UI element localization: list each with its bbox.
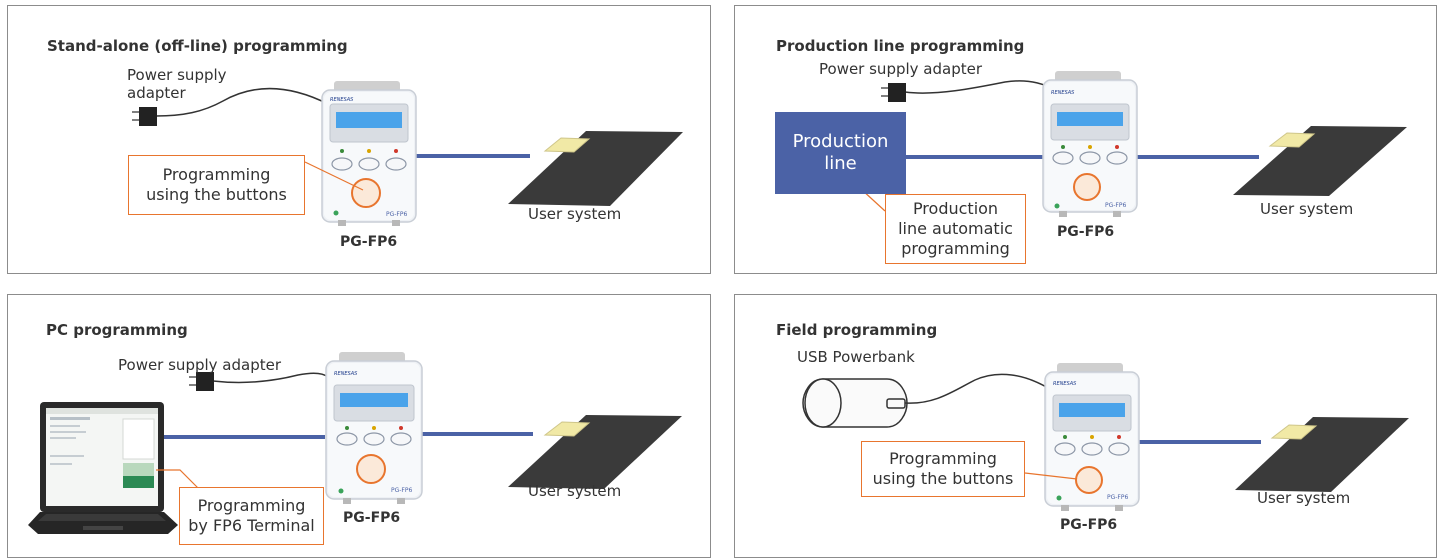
production-diagram: PG-FP6 RENESAS <box>860 71 1407 217</box>
standalone-diagram: PG-FP6 RENESAS <box>132 81 683 226</box>
device-model-text: PG-FP6 <box>1107 494 1129 501</box>
device-name: PG-FP6 <box>340 234 398 250</box>
device-name: PG-FP6 <box>1060 517 1118 533</box>
panel-field: PG-FP6 RENESAS Field programming USB Pow… <box>734 294 1437 558</box>
user-system-label: User system <box>1257 489 1351 507</box>
power-supply-label: Power supply adapter <box>118 356 282 374</box>
callout-box: Production line automatic programming <box>885 194 1026 264</box>
renesas-logo: RENESAS <box>1053 381 1077 387</box>
callout-box: Programming using the buttons <box>861 441 1025 497</box>
panel-pc: PG-FP6 RENESAS PC programming Power supp… <box>7 294 711 558</box>
panel-standalone: PG-FP6 RENESAS Stand-alone (off-line) pr… <box>7 5 711 274</box>
device-model-text: PG-FP6 <box>391 487 413 494</box>
power-supply-label: Power supply adapter <box>819 60 983 78</box>
power-supply-label: Power supply adapter <box>127 66 227 102</box>
device-name: PG-FP6 <box>1057 224 1115 240</box>
panel-title: Field programming <box>776 321 938 339</box>
device-model-text: PG-FP6 <box>1105 202 1127 209</box>
renesas-logo: RENESAS <box>334 371 358 377</box>
laptop <box>28 402 178 534</box>
user-system-board <box>508 131 683 206</box>
pg-fp6-device: PG-FP6 RENESAS <box>1042 71 1138 217</box>
pg-fp6-device: PG-FP6 RENESAS <box>1044 363 1140 511</box>
callout-box: Programming by FP6 Terminal <box>179 487 324 545</box>
device-model-text: PG-FP6 <box>386 211 408 218</box>
panel-title: PC programming <box>46 321 188 339</box>
device-name: PG-FP6 <box>343 510 401 526</box>
power-adapter-plug <box>139 107 157 126</box>
user-system-label: User system <box>528 482 622 500</box>
start-button <box>351 178 381 208</box>
renesas-logo: RENESAS <box>330 97 354 103</box>
panel-title: Production line programming <box>776 37 1025 55</box>
next-button <box>331 157 353 171</box>
field-diagram: PG-FP6 RENESAS <box>802 363 1409 511</box>
usb-powerbank <box>802 378 908 428</box>
pg-fp6-device: PG-FP6 RENESAS <box>325 352 423 504</box>
user-system-label: User system <box>528 205 622 223</box>
panel-title: Stand-alone (off-line) programming <box>47 37 348 55</box>
pc-diagram: PG-FP6 RENESAS <box>28 352 682 534</box>
production-line-box: Production line <box>775 112 906 194</box>
pg-fp6-device: PG-FP6 RENESAS <box>321 81 417 226</box>
lcd-screen <box>336 112 402 128</box>
user-system-label: User system <box>1260 200 1354 218</box>
powerbank-label: USB Powerbank <box>797 348 915 366</box>
renesas-logo: RENESAS <box>1051 90 1075 96</box>
panel-production: PG-FP6 RENESAS Production line programmi… <box>734 5 1437 274</box>
callout-box: Programming using the buttons <box>128 155 305 215</box>
